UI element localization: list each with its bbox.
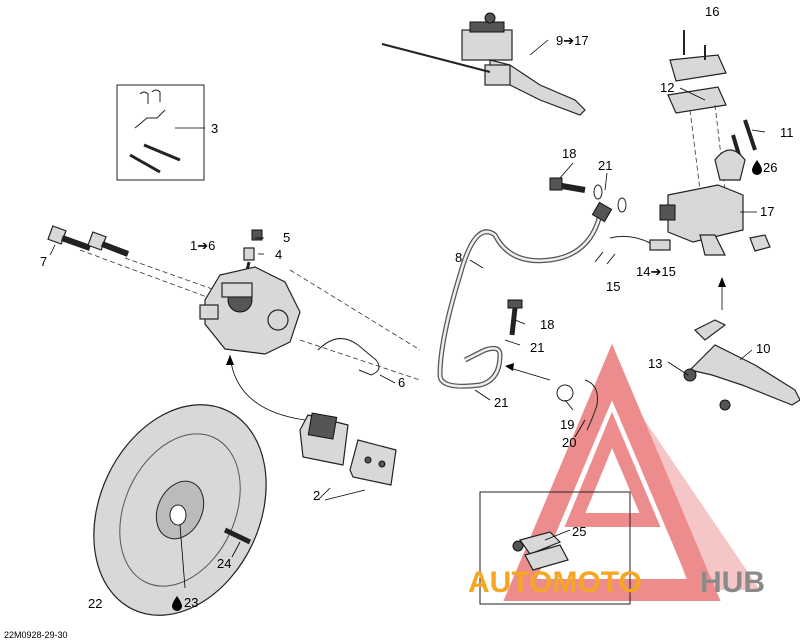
- master-cylinder: [659, 184, 771, 256]
- watermark-triangle: [503, 343, 760, 601]
- label-1-6: 1➔6: [190, 238, 215, 253]
- bolts: [47, 225, 130, 257]
- label-26-group: 26: [752, 160, 777, 175]
- brake-disc: [93, 404, 267, 616]
- banjo-bolt: [549, 177, 627, 213]
- document-number: 22M0928-29-30: [4, 630, 68, 640]
- pins-kit: [129, 89, 181, 174]
- brake-switch: [594, 235, 671, 265]
- master-cylinder-top: [461, 12, 586, 116]
- label-19: 19: [560, 417, 574, 432]
- label-18-top: 18: [562, 146, 576, 161]
- label-20: 20: [562, 435, 576, 450]
- label-13: 13: [648, 356, 662, 371]
- label-21-top: 21: [598, 158, 612, 173]
- part-labels: 3 1➔6 5 4 7 6 2 22 23 24 8 9➔17 16 12 11…: [40, 4, 794, 611]
- leader-lines: [49, 39, 766, 589]
- label-23-group: 23: [172, 595, 198, 611]
- label-15: 15: [606, 279, 620, 294]
- handlebar-clamp: [714, 149, 746, 181]
- label-18-bottom: 18: [540, 317, 554, 332]
- label-5: 5: [283, 230, 290, 245]
- part-25-box: [479, 491, 631, 605]
- dowel-pin: [223, 527, 252, 545]
- label-7: 7: [40, 254, 47, 269]
- reservoir-cover: [667, 30, 727, 114]
- label-2: 2: [313, 488, 320, 503]
- label-16: 16: [705, 4, 719, 19]
- label-21-bottom: 21: [494, 395, 508, 410]
- label-23: 23: [184, 595, 198, 610]
- drop-icon: [752, 160, 762, 175]
- label-3: 3: [211, 121, 218, 136]
- watermark-automoto: AUTOMOTO: [468, 566, 642, 599]
- brake-caliper: [199, 266, 301, 355]
- label-26: 26: [763, 160, 777, 175]
- watermark-hub: HUB: [700, 566, 765, 599]
- cable-top: [381, 43, 491, 73]
- drop-icon: [172, 596, 182, 611]
- bracket-clip: [512, 531, 569, 571]
- hose-clip: [556, 379, 598, 431]
- label-10: 10: [756, 341, 770, 356]
- label-21-mid: 21: [530, 340, 544, 355]
- banjo-bolt-lower: [507, 299, 523, 336]
- label-25: 25: [572, 524, 586, 539]
- label-22: 22: [88, 596, 102, 611]
- label-9-17: 9➔17: [556, 33, 589, 48]
- label-8: 8: [455, 250, 462, 265]
- pins-kit-box: [116, 84, 205, 181]
- label-17: 17: [760, 204, 774, 219]
- label-12: 12: [660, 80, 674, 95]
- brake-lever: [683, 319, 800, 411]
- label-24: 24: [217, 556, 231, 571]
- spring-wire: [317, 338, 380, 376]
- label-11: 11: [780, 125, 794, 140]
- label-14-15: 14➔15: [636, 264, 676, 279]
- label-6: 6: [398, 375, 405, 390]
- label-4: 4: [275, 247, 282, 262]
- brake-pads: [299, 412, 397, 486]
- watermark-text: AUTOMOTO HUB: [468, 566, 765, 599]
